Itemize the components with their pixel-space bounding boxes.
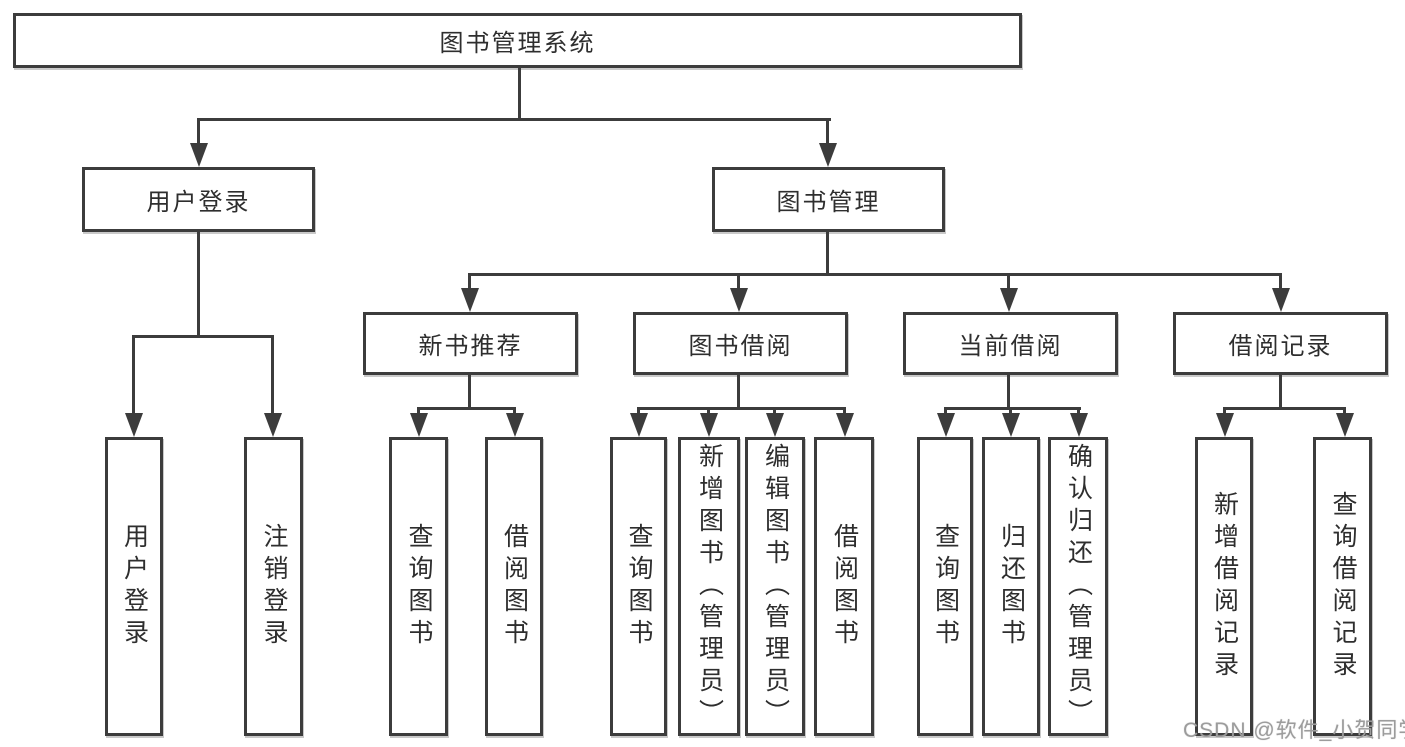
leaf-borrow-edit-admin: 编辑图书（管理员） xyxy=(745,437,805,736)
arrowhead-down-records-1 xyxy=(1223,410,1226,413)
arrowhead-down-borrow-4 xyxy=(843,410,846,413)
connector-current-borrow-stem xyxy=(1007,375,1010,407)
node-borrow-records: 借阅记录 xyxy=(1173,312,1388,375)
leaf-borrow-add-admin: 新增图书（管理员） xyxy=(678,437,740,736)
leaf-new-book-borrow: 借阅图书 xyxy=(485,437,543,736)
leaf-borrow-query: 查询图书 xyxy=(610,437,667,736)
leaf-user-login: 用户登录 xyxy=(105,437,163,736)
node-root-library-system: 图书管理系统 xyxy=(13,13,1022,68)
arrowhead-down-to-book-borrow xyxy=(737,276,740,288)
connector-new-book-bar xyxy=(417,407,516,410)
leaf-current-confirm-return-admin: 确认归还（管理员） xyxy=(1048,437,1108,736)
connector-new-book-stem xyxy=(468,375,471,407)
arrowhead-down-to-current-borrow xyxy=(1007,276,1010,288)
arrowhead-down-borrow-2 xyxy=(707,410,710,413)
node-book-management: 图书管理 xyxy=(712,167,945,232)
connector-level2-bar xyxy=(468,273,1282,276)
connector-book-management-stem xyxy=(826,232,829,273)
leaf-current-query: 查询图书 xyxy=(917,437,973,736)
connector-book-borrow-bar xyxy=(637,407,846,410)
arrowhead-down-to-new-book xyxy=(468,276,471,288)
connector-root-stem xyxy=(518,68,521,121)
node-current-borrow: 当前借阅 xyxy=(903,312,1118,375)
leaf-records-add: 新增借阅记录 xyxy=(1195,437,1253,736)
node-book-borrow: 图书借阅 xyxy=(633,312,848,375)
arrowhead-down-to-login xyxy=(132,338,135,413)
arrowhead-down-to-user-login xyxy=(197,121,200,143)
arrowhead-down-new-book-2 xyxy=(513,410,516,413)
connector-current-borrow-bar xyxy=(944,407,1081,410)
csdn-watermark: CSDN @软件_小贺同学 xyxy=(1183,719,1405,742)
arrowhead-down-new-book-1 xyxy=(417,410,420,413)
arrowhead-down-to-logout xyxy=(271,338,274,413)
leaf-logout: 注销登录 xyxy=(244,437,303,736)
arrowhead-down-current-3 xyxy=(1077,410,1080,413)
leaf-current-return: 归还图书 xyxy=(982,437,1040,736)
arrowhead-down-to-borrow-records xyxy=(1279,276,1282,288)
connector-book-borrow-stem xyxy=(737,375,740,407)
leaf-records-query: 查询借阅记录 xyxy=(1313,437,1372,736)
connector-user-login-bar xyxy=(132,335,274,338)
leaf-new-book-query: 查询图书 xyxy=(389,437,448,736)
arrowhead-down-current-1 xyxy=(944,410,947,413)
connector-level1-bar xyxy=(197,118,831,121)
node-new-book-recommend: 新书推荐 xyxy=(363,312,578,375)
arrowhead-down-current-2 xyxy=(1009,410,1012,413)
arrowhead-down-borrow-3 xyxy=(773,410,776,413)
arrowhead-down-records-2 xyxy=(1343,410,1346,413)
connector-borrow-records-bar xyxy=(1223,407,1346,410)
leaf-borrow-borrow: 借阅图书 xyxy=(814,437,874,736)
arrowhead-down-borrow-1 xyxy=(637,410,640,413)
connector-user-login-stem xyxy=(197,232,200,335)
connector-borrow-records-stem xyxy=(1279,375,1282,407)
arrowhead-down-to-book-management xyxy=(826,121,829,143)
node-user-login: 用户登录 xyxy=(82,167,315,232)
